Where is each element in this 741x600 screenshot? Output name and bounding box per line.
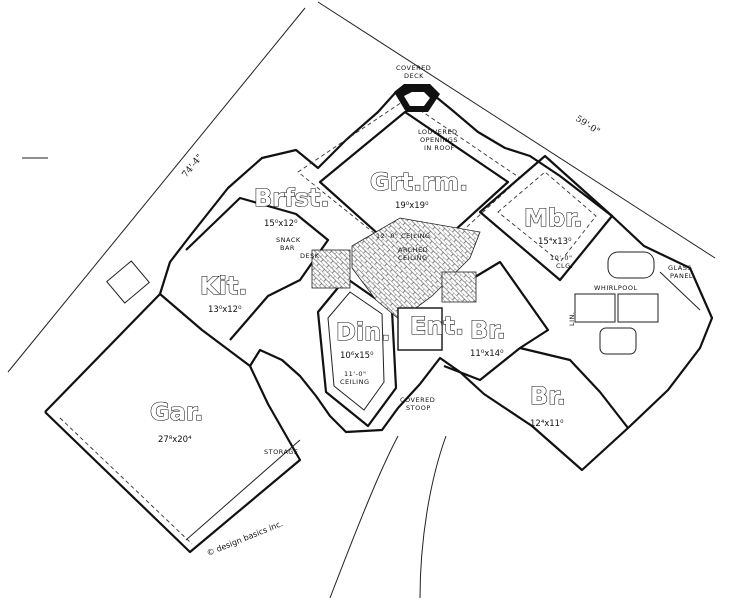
dining-ceiling-line-1: 11'-0"	[344, 370, 367, 378]
breakfast: Brfst. 15⁰x12⁰	[253, 183, 330, 229]
whirlpool-note: WHIRLPOOL	[594, 284, 638, 292]
garage-walls	[44, 260, 302, 554]
great-room: Grt.rm. 19⁰x19⁰	[369, 167, 468, 211]
glass-panel-line-1: GLASS	[668, 264, 692, 272]
great-room-dims: 19⁰x19⁰	[395, 201, 429, 211]
great-room-name: Grt.rm.	[370, 168, 468, 196]
dimension-lines: 74'-4" 59'-0"	[7, 1, 716, 373]
arched-line-2: CEILING	[398, 254, 428, 262]
kitchen-name: Kit.	[200, 272, 247, 300]
covered-stoop-line-2: STOOP	[406, 404, 431, 412]
louvered-line-3: IN ROOF	[424, 144, 455, 152]
master-ceiling-note: 10'-0" CLG.	[550, 254, 573, 270]
front-walk	[329, 435, 447, 599]
breakfast-name: Brfst.	[254, 184, 329, 212]
ceiling-12-note: 12'-0" CEILING	[376, 232, 431, 240]
garage: Gar. 27⁸x20⁴	[149, 397, 204, 445]
garage-dims: 27⁸x20⁴	[158, 435, 192, 445]
bedroom-3-dims: 12⁴x11⁰	[530, 419, 564, 429]
left-dimension: 74'-4"	[181, 153, 206, 180]
covered-deck-line-2: DECK	[404, 72, 424, 80]
breakfast-dims: 15⁰x12⁰	[264, 219, 298, 229]
arched-ceiling-note: ARCHED CEILING	[398, 246, 428, 262]
copyright-credit: © design basics inc.	[205, 519, 284, 558]
bedroom-3-name: Br.	[530, 382, 566, 410]
bedroom-2-name: Br.	[470, 316, 506, 344]
bedroom-2-dims: 11⁰x14⁰	[470, 349, 504, 359]
snack-bar-note: SNACK BAR	[276, 236, 301, 252]
master-bedroom: Mbr. 15⁴x13⁰	[523, 203, 583, 247]
snack-bar-line-1: SNACK	[276, 236, 301, 244]
master-ceiling-line-1: 10'-0"	[550, 254, 573, 262]
louvered-line-1: LOUVERED	[418, 128, 457, 136]
entry-name: Ent.	[410, 312, 464, 340]
entry: Ent.	[409, 311, 464, 340]
dining: Din. 10⁶x15⁰	[335, 317, 390, 361]
storage-note: STORAGE	[264, 448, 298, 456]
glass-panel-line-2: PANEL	[670, 272, 693, 280]
desk-note: DESK	[300, 252, 320, 260]
garage-name: Gar.	[150, 398, 203, 426]
kitchen: Kit. 13⁰x12⁰	[199, 271, 248, 315]
master-bedroom-name: Mbr.	[524, 204, 583, 232]
louvered-line-2: OPENINGS	[420, 136, 458, 144]
master-bedroom-dims: 15⁴x13⁰	[538, 237, 572, 247]
bedroom-2: Br. 11⁰x14⁰	[469, 315, 506, 359]
bedroom-3: Br. 12⁴x11⁰	[529, 381, 566, 429]
dining-name: Din.	[336, 318, 390, 346]
right-dimension: 59'-0"	[573, 114, 601, 137]
louvered-note: LOUVERED OPENINGS IN ROOF	[418, 128, 458, 152]
covered-deck-line-1: COVERED	[396, 64, 431, 72]
dining-ceiling-note: 11'-0" CEILING	[340, 370, 370, 386]
glass-panel-note: GLASS PANEL	[668, 264, 693, 280]
covered-deck-note: COVERED DECK	[396, 64, 431, 80]
master-ceiling-line-2: CLG.	[556, 262, 573, 270]
covered-stoop-note: COVERED STOOP	[400, 396, 435, 412]
arched-line-1: ARCHED	[398, 246, 428, 254]
fireplace	[394, 84, 440, 112]
gallery-hatch	[311, 217, 481, 351]
snack-bar-line-2: BAR	[280, 244, 295, 252]
dining-dims: 10⁶x15⁰	[340, 351, 374, 361]
linen-note: LIN.	[568, 312, 576, 326]
covered-stoop-line-1: COVERED	[400, 396, 435, 404]
kitchen-dims: 13⁰x12⁰	[208, 305, 242, 315]
dining-ceiling-line-2: CEILING	[340, 378, 370, 386]
house-walls	[158, 90, 714, 472]
